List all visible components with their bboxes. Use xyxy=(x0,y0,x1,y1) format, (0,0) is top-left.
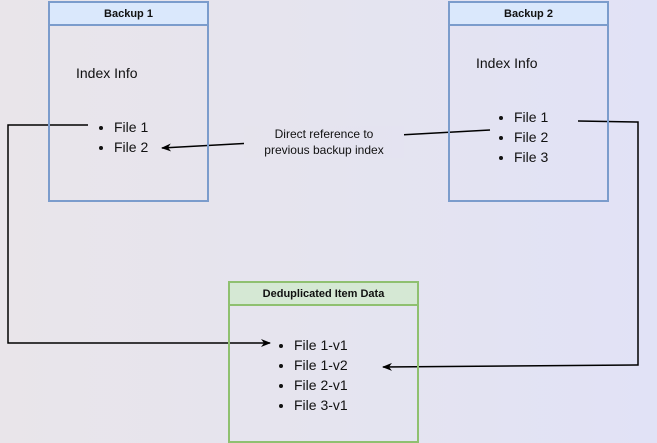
backup1-title: Backup 1 xyxy=(50,3,207,26)
list-item: File 1 xyxy=(114,117,148,137)
list-item: File 2-v1 xyxy=(294,375,348,395)
backup2-index-label: Index Info xyxy=(476,55,538,71)
backup2-title: Backup 2 xyxy=(450,3,607,26)
list-item: File 1-v1 xyxy=(294,335,348,355)
backup1-box: Backup 1 Index Info File 1 File 2 xyxy=(48,1,209,202)
list-item: File 3 xyxy=(514,147,548,167)
edge-label-line1: Direct reference to xyxy=(274,127,374,141)
backup1-index-label: Index Info xyxy=(76,65,138,81)
dedup-title: Deduplicated Item Data xyxy=(230,283,417,306)
list-item: File 1-v2 xyxy=(294,355,348,375)
list-item: File 1 xyxy=(514,107,548,127)
edge-label: Direct reference to previous backup inde… xyxy=(244,126,404,158)
dedup-box: Deduplicated Item Data File 1-v1 File 1-… xyxy=(228,281,419,443)
backup1-file-list: File 1 File 2 xyxy=(96,117,148,157)
edge-label-line2: previous backup index xyxy=(264,143,384,157)
list-item: File 2 xyxy=(114,137,148,157)
list-item: File 2 xyxy=(514,127,548,147)
backup2-box: Backup 2 Index Info File 1 File 2 File 3 xyxy=(448,1,609,202)
dedup-item-list: File 1-v1 File 1-v2 File 2-v1 File 3-v1 xyxy=(276,335,348,415)
list-item: File 3-v1 xyxy=(294,395,348,415)
backup2-file-list: File 1 File 2 File 3 xyxy=(496,107,548,167)
